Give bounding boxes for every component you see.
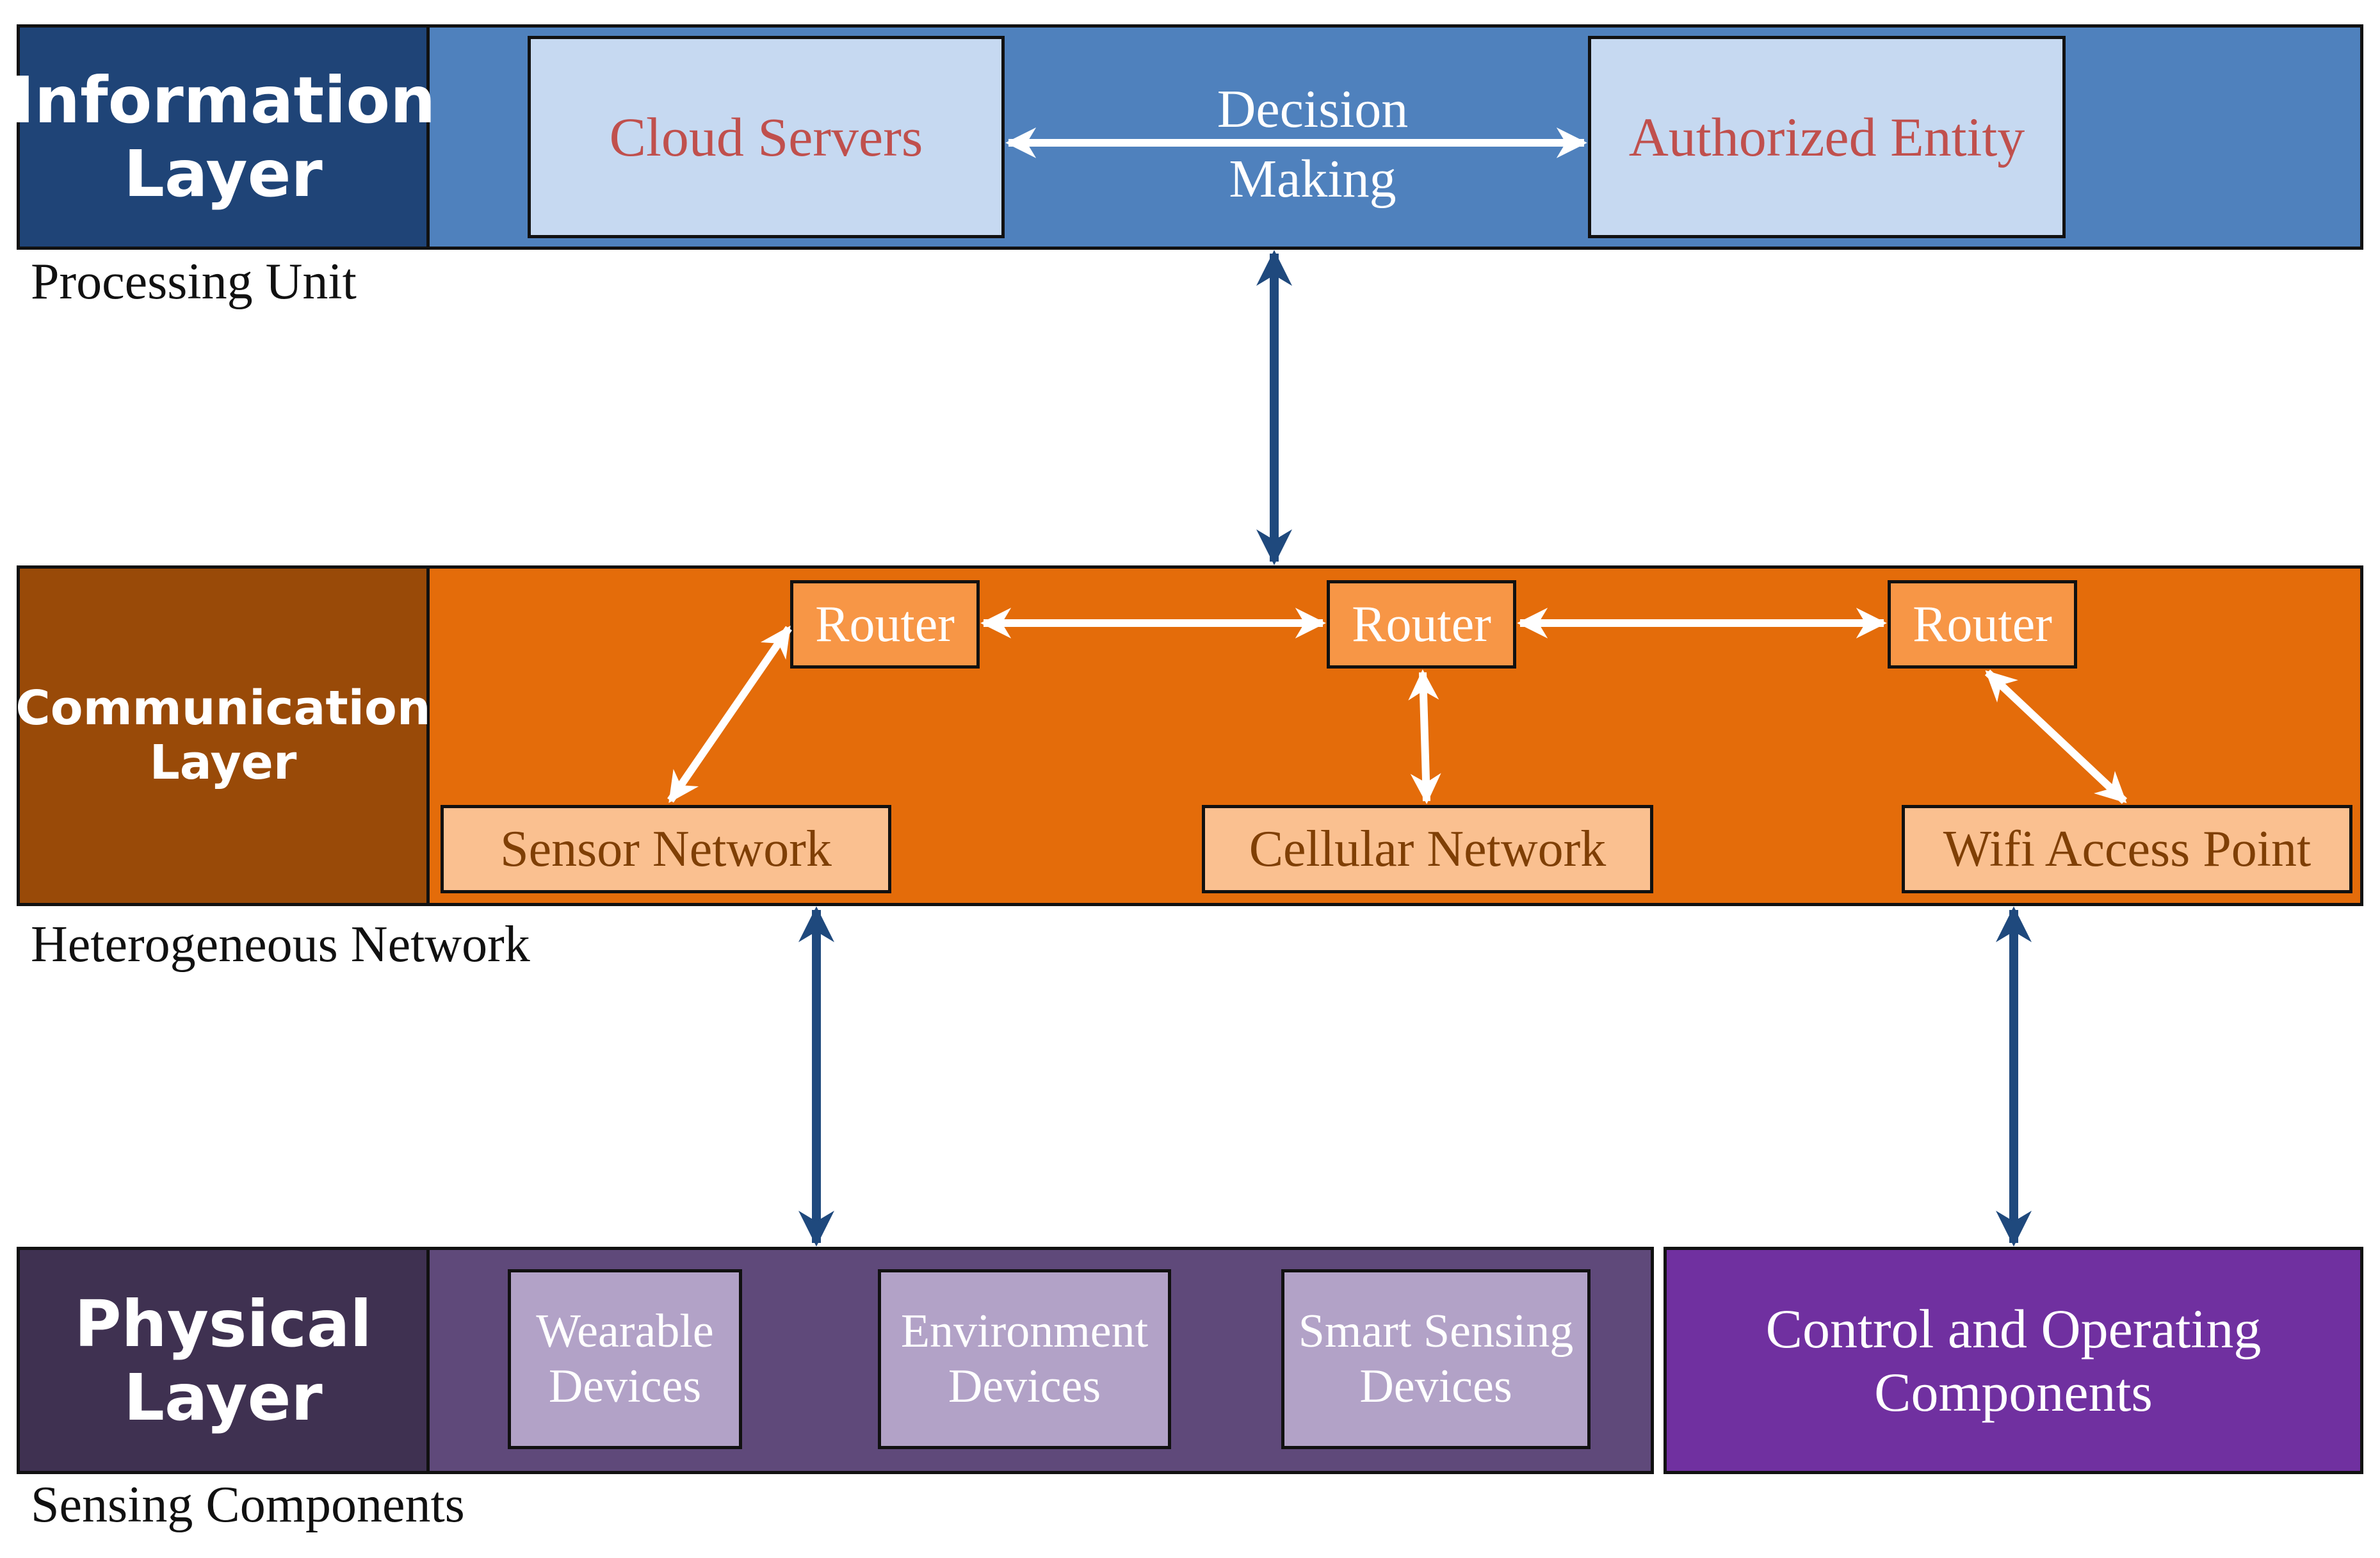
information-layer-label: Information Layer <box>11 28 435 247</box>
router-2-box: Router <box>1327 580 1516 669</box>
environment-devices-label: Environment Devices <box>900 1305 1149 1413</box>
sensing-components-caption: Sensing Components <box>31 1477 465 1533</box>
smart-sensing-devices-box: Smart Sensing Devices <box>1281 1269 1591 1449</box>
router-1-label: Router <box>815 596 955 653</box>
router1-sensor-arrow <box>667 626 792 803</box>
sensor-network-label: Sensor Network <box>500 820 832 877</box>
control-operating-components-box: Control and Operating Components <box>1664 1247 2363 1474</box>
router-2-label: Router <box>1352 596 1491 653</box>
wearable-devices-box: Wearable Devices <box>508 1269 742 1449</box>
router2-cellular-arrow <box>1408 669 1441 804</box>
wifi-access-point-box: Wifi Access Point <box>1902 805 2352 893</box>
router-3-box: Router <box>1888 580 2077 669</box>
cellular-network-label: Cellular Network <box>1249 820 1607 877</box>
authorized-entity-label: Authorized Entity <box>1628 106 2025 168</box>
authorized-entity-box: Authorized Entity <box>1588 36 2066 238</box>
sensor-network-box: Sensor Network <box>441 805 891 893</box>
control-operating-components-label: Control and Operating Components <box>1765 1297 2262 1423</box>
processing-unit-caption: Processing Unit <box>31 254 357 310</box>
smart-sensing-devices-label: Smart Sensing Devices <box>1298 1305 1574 1413</box>
environment-devices-box: Environment Devices <box>878 1269 1171 1449</box>
router-1-box: Router <box>790 580 980 669</box>
communication-layer-label: Communication Layer <box>15 569 431 903</box>
cloud-servers-label: Cloud Servers <box>609 106 923 168</box>
wearable-devices-label: Wearable Devices <box>536 1305 714 1413</box>
heterogeneous-network-caption: Heterogeneous Network <box>31 916 530 973</box>
router3-wifi-arrow <box>1984 669 2128 804</box>
cellular-network-box: Cellular Network <box>1202 805 1653 893</box>
wifi-access-point-label: Wifi Access Point <box>1943 820 2311 877</box>
router-3-label: Router <box>1913 596 2052 653</box>
cloud-servers-box: Cloud Servers <box>528 36 1005 238</box>
physical-layer-label: Physical Layer <box>20 1250 430 1471</box>
